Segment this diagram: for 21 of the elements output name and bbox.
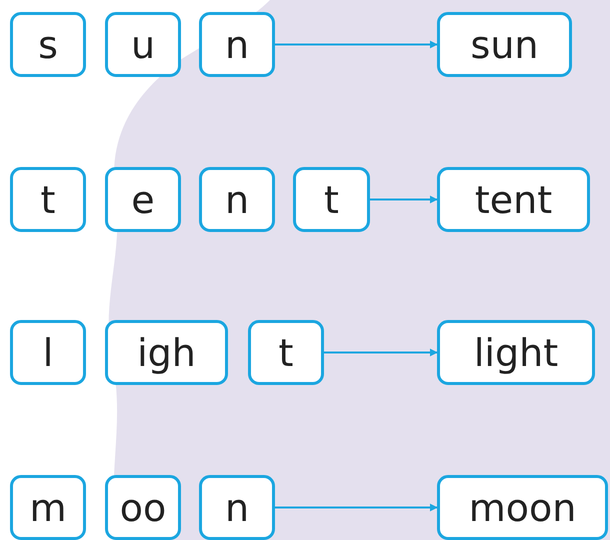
sound-card: n [199, 12, 275, 77]
sound-card: u [105, 12, 181, 77]
sound-card: oo [105, 475, 181, 540]
sound-card: s [10, 12, 86, 77]
arrow [370, 196, 438, 204]
sound-card: t [10, 167, 86, 232]
sound-card: t [293, 167, 370, 232]
word-card: tent [437, 167, 590, 232]
arrow [275, 504, 438, 512]
word-card: igh [105, 320, 228, 385]
sound-card: m [10, 475, 86, 540]
arrow [275, 40, 438, 48]
arrow [324, 348, 438, 356]
sound-card: n [199, 475, 275, 540]
word-card: sun [437, 12, 572, 77]
word-card: moon [437, 475, 608, 540]
word-card: light [437, 320, 595, 385]
sound-card: t [248, 320, 324, 385]
sound-card: l [10, 320, 86, 385]
sound-card: e [105, 167, 181, 232]
sound-card: n [199, 167, 275, 232]
